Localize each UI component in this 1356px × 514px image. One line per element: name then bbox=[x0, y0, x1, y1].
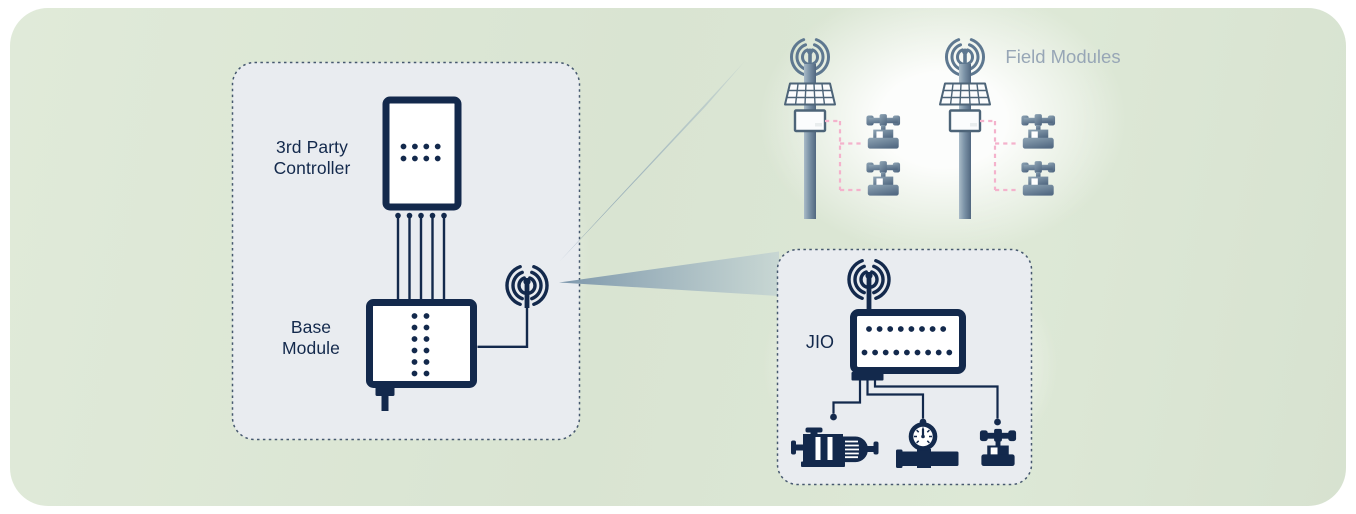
io-terminal-dots bbox=[861, 326, 953, 356]
valve-icon bbox=[866, 161, 901, 196]
power-plug-icon bbox=[375, 387, 395, 411]
pressure-gauge-icon bbox=[896, 422, 959, 468]
third-party-controller-icon bbox=[382, 96, 462, 211]
beam-to-jio bbox=[559, 251, 779, 296]
field-modules-label: Field Modules bbox=[1005, 46, 1121, 67]
jio-label: JIO bbox=[805, 332, 835, 352]
signal-beams bbox=[559, 61, 779, 296]
field-control-box bbox=[793, 109, 827, 133]
wireless-signal-icon bbox=[505, 265, 549, 306]
controller-to-base-wires bbox=[395, 212, 447, 302]
field-wiring-dashed bbox=[825, 119, 864, 192]
io-terminal-dots bbox=[411, 313, 430, 377]
pump-motor-icon bbox=[791, 427, 879, 467]
base-module-label: Base Module bbox=[282, 317, 340, 358]
base-antenna-icon bbox=[477, 265, 549, 348]
wireless-signal-icon bbox=[790, 38, 830, 76]
jio-antenna-icon bbox=[847, 259, 891, 312]
field-module-tower bbox=[784, 38, 901, 219]
controller-label: 3rd Party Controller bbox=[273, 137, 351, 178]
io-terminal-dots bbox=[400, 143, 441, 162]
jio-connector-block bbox=[851, 372, 884, 381]
jio-module-icon bbox=[850, 309, 966, 381]
solar-panel-icon bbox=[784, 82, 836, 106]
valve-icon bbox=[866, 114, 901, 149]
wireless-signal-icon bbox=[847, 259, 891, 300]
controller-panel-box bbox=[231, 61, 581, 441]
base-module-icon bbox=[366, 299, 477, 411]
jio-device-wires bbox=[830, 380, 1001, 426]
beam-to-field-modules bbox=[559, 61, 745, 262]
